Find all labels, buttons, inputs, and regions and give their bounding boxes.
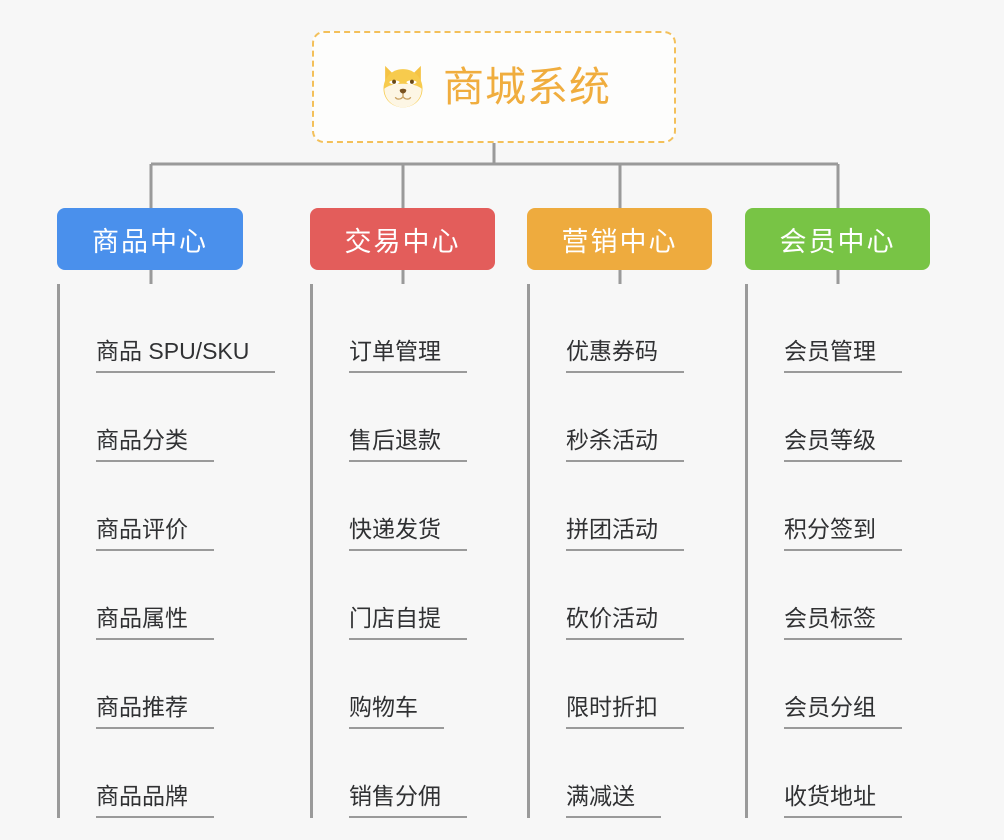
branch-header-2[interactable]: 营销中心 — [527, 208, 712, 270]
leaf-item[interactable]: 快递发货 — [315, 462, 525, 551]
leaf-label: 会员管理 — [784, 338, 902, 373]
leaf-label: 售后退款 — [349, 427, 467, 462]
leaf-item[interactable]: 拼团活动 — [532, 462, 742, 551]
leaf-label: 优惠券码 — [566, 338, 684, 373]
branch-header-3[interactable]: 会员中心 — [745, 208, 930, 270]
leaf-item[interactable]: 收货地址 — [750, 729, 960, 818]
branch-column-3: 会员中心 会员管理 会员等级 积分签到 会员标签 会员分组 收货地址 — [745, 208, 960, 818]
leaf-item[interactable]: 商品 SPU/SKU — [62, 284, 287, 373]
leaf-item[interactable]: 商品推荐 — [62, 640, 287, 729]
leaf-label: 拼团活动 — [566, 516, 684, 551]
leaf-label: 商品属性 — [96, 605, 214, 640]
leaf-label: 会员等级 — [784, 427, 902, 462]
leaf-label: 商品品牌 — [96, 783, 214, 818]
leaf-item[interactable]: 秒杀活动 — [532, 373, 742, 462]
leaf-label: 积分签到 — [784, 516, 902, 551]
leaf-label: 快递发货 — [349, 516, 467, 551]
leaf-item[interactable]: 门店自提 — [315, 551, 525, 640]
leaf-item[interactable]: 砍价活动 — [532, 551, 742, 640]
leaf-label: 商品分类 — [96, 427, 214, 462]
branch-items-0: 商品 SPU/SKU 商品分类 商品评价 商品属性 商品推荐 商品品牌 — [57, 284, 287, 818]
branch-header-0[interactable]: 商品中心 — [57, 208, 243, 270]
leaf-item[interactable]: 商品分类 — [62, 373, 287, 462]
branch-column-2: 营销中心 优惠券码 秒杀活动 拼团活动 砍价活动 限时折扣 满减送 — [527, 208, 742, 818]
root-title: 商城系统 — [443, 63, 611, 110]
leaf-item[interactable]: 积分签到 — [750, 462, 960, 551]
shiba-dog-icon — [383, 65, 423, 108]
leaf-item[interactable]: 商品品牌 — [62, 729, 287, 818]
leaf-item[interactable]: 商品评价 — [62, 462, 287, 551]
leaf-label: 商品推荐 — [96, 694, 214, 729]
leaf-label: 限时折扣 — [566, 694, 684, 729]
leaf-item[interactable]: 订单管理 — [315, 284, 525, 373]
leaf-item[interactable]: 限时折扣 — [532, 640, 742, 729]
leaf-item[interactable]: 会员管理 — [750, 284, 960, 373]
leaf-item[interactable]: 会员分组 — [750, 640, 960, 729]
leaf-label: 收货地址 — [784, 783, 902, 818]
leaf-label: 满减送 — [566, 783, 661, 818]
leaf-label: 订单管理 — [349, 338, 467, 373]
branch-header-1[interactable]: 交易中心 — [310, 208, 495, 270]
branch-column-1: 交易中心 订单管理 售后退款 快递发货 门店自提 购物车 销售分佣 — [310, 208, 525, 818]
branch-items-1: 订单管理 售后退款 快递发货 门店自提 购物车 销售分佣 — [310, 284, 525, 818]
leaf-item[interactable]: 会员标签 — [750, 551, 960, 640]
branch-column-0: 商品中心 商品 SPU/SKU 商品分类 商品评价 商品属性 商品推荐 商品品牌 — [57, 208, 287, 818]
root-node[interactable]: 商城系统 — [312, 31, 676, 143]
leaf-item[interactable]: 会员等级 — [750, 373, 960, 462]
branch-items-2: 优惠券码 秒杀活动 拼团活动 砍价活动 限时折扣 满减送 — [527, 284, 742, 818]
branch-items-3: 会员管理 会员等级 积分签到 会员标签 会员分组 收货地址 — [745, 284, 960, 818]
leaf-item[interactable]: 满减送 — [532, 729, 742, 818]
leaf-label: 砍价活动 — [566, 605, 684, 640]
leaf-label: 销售分佣 — [349, 783, 467, 818]
leaf-label: 秒杀活动 — [566, 427, 684, 462]
leaf-item[interactable]: 商品属性 — [62, 551, 287, 640]
leaf-label: 商品 SPU/SKU — [96, 338, 276, 373]
leaf-label: 购物车 — [349, 694, 444, 729]
leaf-item[interactable]: 优惠券码 — [532, 284, 742, 373]
leaf-item[interactable]: 销售分佣 — [315, 729, 525, 818]
leaf-label: 会员标签 — [784, 605, 902, 640]
leaf-item[interactable]: 购物车 — [315, 640, 525, 729]
leaf-label: 会员分组 — [784, 694, 902, 729]
leaf-label: 商品评价 — [96, 516, 214, 551]
leaf-label: 门店自提 — [349, 605, 467, 640]
leaf-item[interactable]: 售后退款 — [315, 373, 525, 462]
